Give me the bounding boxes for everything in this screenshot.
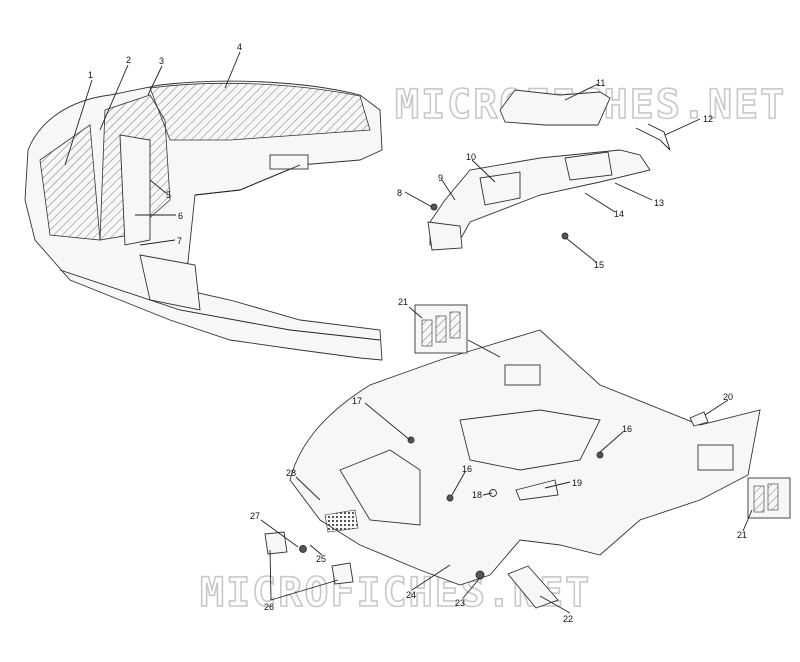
callout-20: 20 <box>723 392 733 402</box>
callout-15: 15 <box>594 260 604 270</box>
part-27-fastener <box>299 545 307 553</box>
callout-13: 13 <box>654 198 664 208</box>
callout-17: 17 <box>352 396 362 406</box>
callout-3: 3 <box>159 56 164 66</box>
callout-5: 5 <box>166 190 171 200</box>
callout-19: 19 <box>572 478 582 488</box>
part-18-fastener <box>489 489 497 497</box>
part-15-fastener <box>561 232 569 240</box>
part-20-pad <box>689 411 709 427</box>
callout-7: 7 <box>177 236 182 246</box>
callout-21-upper: 21 <box>398 297 408 307</box>
part-11-pad <box>499 89 611 126</box>
bottom-pan-assembly <box>289 329 761 586</box>
callout-labels: 1 2 3 4 5 6 7 8 9 10 11 12 13 14 15 21 1… <box>88 42 747 624</box>
part-22-plate <box>507 565 559 609</box>
tray-assembly <box>427 149 651 251</box>
callout-23: 23 <box>455 598 465 608</box>
part-26-plate-b <box>331 562 354 585</box>
part-23-fastener <box>475 570 485 580</box>
callout-27: 27 <box>250 511 260 521</box>
part-21-vent-lower <box>747 477 791 519</box>
callout-21-lower: 21 <box>737 530 747 540</box>
part-12-rod <box>635 123 671 151</box>
callout-24: 24 <box>406 590 416 600</box>
callout-4: 4 <box>237 42 242 52</box>
hood-upper-assembly <box>24 80 383 361</box>
callout-2: 2 <box>126 55 131 65</box>
callout-26: 26 <box>264 602 274 612</box>
part-16-fastener-b <box>446 494 454 502</box>
callout-25: 25 <box>316 554 326 564</box>
part-16-fastener-a <box>596 451 604 459</box>
callout-6: 6 <box>178 211 183 221</box>
leader-lines <box>64 51 753 614</box>
callout-9: 9 <box>438 173 443 183</box>
callout-14: 14 <box>614 209 624 219</box>
callout-8: 8 <box>397 188 402 198</box>
callout-1: 1 <box>88 70 93 80</box>
part-21-vent-upper <box>414 304 468 354</box>
part-26-plate-a <box>264 531 288 555</box>
part-17-fastener <box>407 436 415 444</box>
callout-22: 22 <box>563 614 573 624</box>
callout-16-center: 16 <box>462 464 472 474</box>
callout-28: 28 <box>286 468 296 478</box>
callout-11: 11 <box>596 78 605 88</box>
part-8-fastener <box>430 203 438 211</box>
callout-16-right: 16 <box>622 424 632 434</box>
callout-18: 18 <box>472 490 482 500</box>
callout-10: 10 <box>466 152 476 162</box>
callout-12: 12 <box>703 114 713 124</box>
